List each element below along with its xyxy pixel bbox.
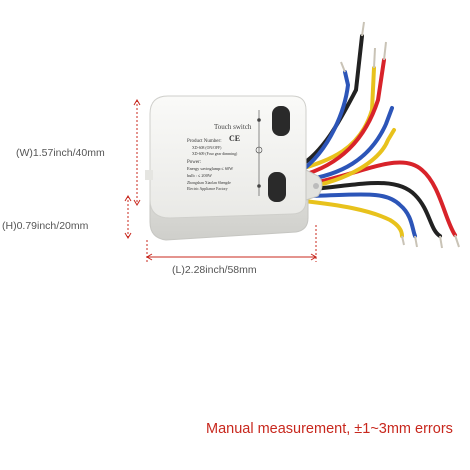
model-2: XD-609 (Four gear dimming) xyxy=(192,152,238,156)
terminal-slot-top xyxy=(272,106,290,136)
height-dimension-label: (H)0.79inch/20mm xyxy=(2,220,89,232)
wire-bundle xyxy=(296,34,457,238)
power-title: Power: xyxy=(187,160,201,165)
brand-label: Touch switch xyxy=(214,123,252,131)
length-dimension-label: (L)2.28inch/58mm xyxy=(172,264,257,276)
dimension-lines xyxy=(124,99,317,262)
energy-rating: Energy savinglamp:≤ 60W xyxy=(187,166,234,171)
manufacturer-line-1: Zhongshan Xiaolan Shengde xyxy=(187,181,231,185)
wiring-diagram xyxy=(255,110,263,196)
product-label: Touch switch CE Product Number: XD-608 (… xyxy=(187,123,252,191)
model-1: XD-608 (ON/OFF) xyxy=(192,146,222,150)
width-dimension-label: (W)1.57inch/40mm xyxy=(16,147,105,159)
product-number-title: Product Number: xyxy=(187,139,222,144)
wire-tips xyxy=(340,21,460,249)
bulb-rating: bulb : ≤ 200W xyxy=(187,173,213,178)
ce-mark: CE xyxy=(229,134,240,143)
manufacturer-line-2: Electric Appliance Factory xyxy=(187,187,228,191)
switch-housing xyxy=(145,95,323,241)
terminal-slot-bottom xyxy=(268,172,286,202)
measurement-note: Manual measurement, ±1~3mm errors xyxy=(206,421,453,437)
